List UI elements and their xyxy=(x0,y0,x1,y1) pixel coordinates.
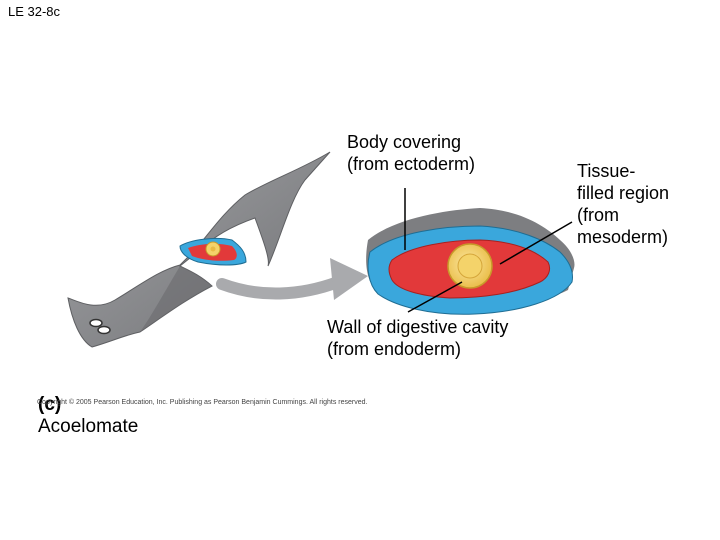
label-digestive-wall: Wall of digestive cavity (from endoderm) xyxy=(327,317,509,359)
leader-lines xyxy=(404,188,573,313)
caption-title: Acoelomate xyxy=(38,416,139,437)
magnify-arrow xyxy=(216,258,368,300)
enlarged-cross-section xyxy=(366,208,575,315)
label-body-covering: Body covering (from ectoderm) xyxy=(347,132,476,174)
eyespot-right xyxy=(97,325,111,335)
small-cross-section xyxy=(179,237,247,266)
leader-digestive-wall xyxy=(407,281,463,313)
slide-id: LE 32-8c xyxy=(8,4,61,19)
figure-caption: (c) Acoelomate xyxy=(38,372,138,438)
caption-letter: (c) xyxy=(38,394,62,415)
label-tissue-filled: Tissue- filled region (from mesoderm) xyxy=(577,161,670,247)
leader-tissue-filled xyxy=(499,221,573,265)
eyespot-left xyxy=(89,318,103,328)
copyright-notice: Copyright © 2005 Pearson Education, Inc.… xyxy=(37,399,368,406)
